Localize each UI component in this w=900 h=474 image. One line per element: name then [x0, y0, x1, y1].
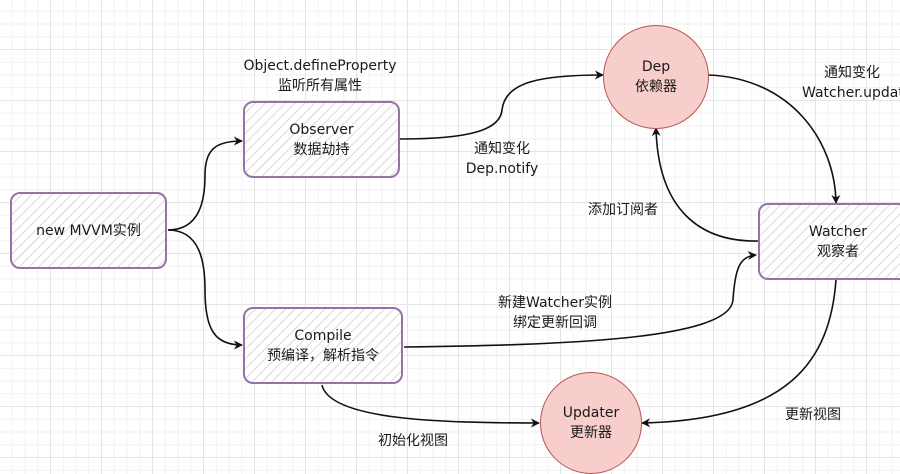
node-dep-title: Dep	[641, 59, 671, 75]
node-watcher-subtitle: 观察者	[817, 243, 859, 260]
node-new-mvvm-label: new MVVM实例	[36, 222, 141, 239]
edge-mvvm-to-compile	[167, 229, 243, 350]
node-dep[interactable]: Dep 依赖器	[603, 25, 709, 129]
node-compile-subtitle: 预编译，解析指令	[267, 347, 379, 364]
edge-label-watcher-update: 通知变化 Watcher.update	[802, 65, 900, 101]
node-updater[interactable]: Updater 更新器	[540, 372, 642, 474]
edge-observer-to-dep	[399, 70, 604, 140]
edge-label-init-view: 初始化视图	[378, 433, 448, 449]
node-observer[interactable]: Observer 数据劫持	[243, 101, 400, 178]
node-updater-subtitle: 更新器	[570, 425, 612, 441]
edge-label-define-property: Object.defineProperty 监听所有属性	[243, 58, 397, 94]
node-observer-title: Observer	[289, 121, 354, 138]
edge-label-add-subscriber: 添加订阅者	[588, 202, 658, 218]
edge-label-dep-notify: 通知变化 Dep.notify	[465, 141, 539, 177]
node-new-mvvm[interactable]: new MVVM实例	[10, 192, 167, 269]
node-watcher-title: Watcher	[809, 223, 867, 240]
edge-label-new-watcher: 新建Watcher实例 绑定更新回调	[498, 295, 612, 331]
edge-compile-to-watcher	[403, 251, 757, 348]
node-watcher[interactable]: Watcher 观察者	[758, 203, 900, 280]
node-updater-title: Updater	[562, 405, 620, 421]
edges-layer	[167, 70, 841, 428]
edge-watcher-to-updater	[641, 279, 837, 428]
edge-label-update-view: 更新视图	[785, 407, 841, 423]
edge-watcher-to-dep	[651, 127, 759, 242]
node-compile[interactable]: Compile 预编译，解析指令	[243, 307, 403, 384]
node-compile-title: Compile	[294, 327, 352, 344]
node-dep-subtitle: 依赖器	[635, 79, 677, 95]
node-observer-subtitle: 数据劫持	[293, 141, 350, 158]
edge-dep-to-watcher	[707, 74, 841, 204]
edge-mvvm-to-observer	[167, 136, 243, 231]
edge-compile-to-updater	[321, 384, 540, 428]
